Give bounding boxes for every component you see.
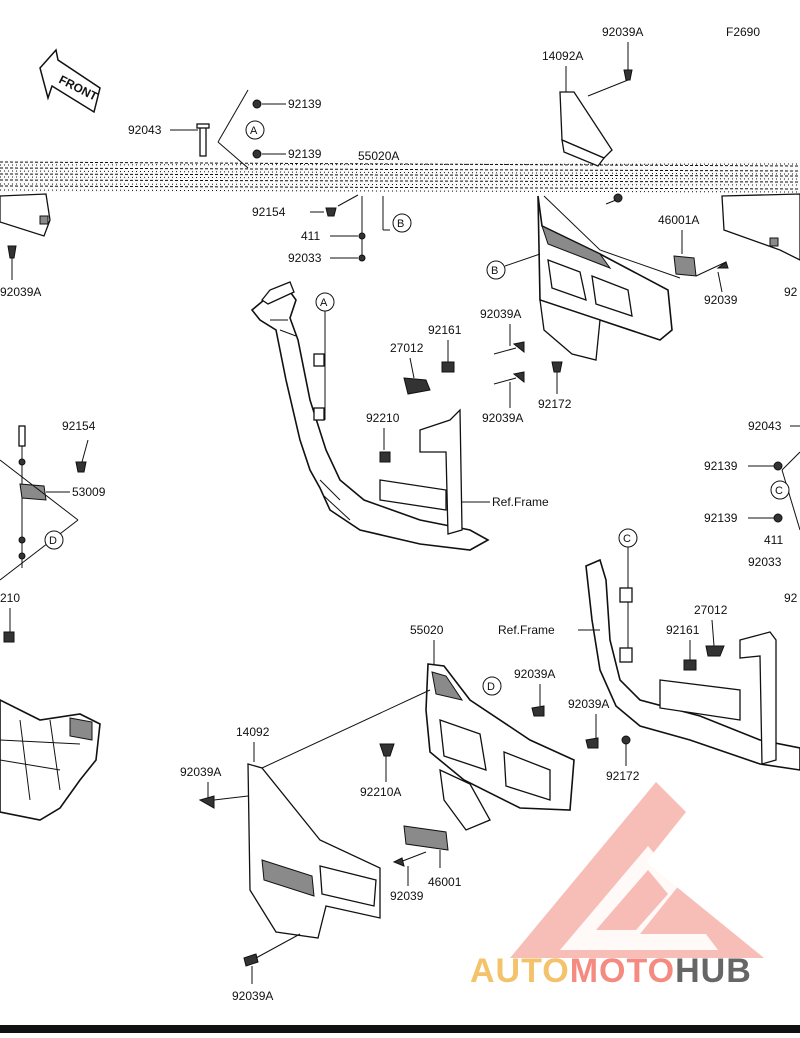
label-92039A-mid2: 92039A <box>482 411 523 425</box>
label-92154-top: 92154 <box>252 205 286 219</box>
label-46001: 46001 <box>428 875 462 889</box>
label-92139-b: 92139 <box>288 147 322 161</box>
label-92039A-top: 92039A <box>602 25 643 39</box>
callout-b-right: B <box>491 265 498 277</box>
label-92039A-mid1: 92039A <box>480 307 521 321</box>
label-92039A-leftedge: 92039A <box>0 285 41 299</box>
left-edge-panel: 92039A <box>0 193 51 299</box>
label-92039-bot: 92039 <box>390 889 424 903</box>
label-92161-right: 92161 <box>666 623 700 637</box>
label-92172-top: 92172 <box>538 397 572 411</box>
callout-b-top: B <box>397 218 404 230</box>
label-92172-bot: 92172 <box>606 769 640 783</box>
label-411-right: 411 <box>764 533 783 547</box>
label-92043-left: 92043 <box>128 123 162 137</box>
fastener-group-b: 55020A B 92154 411 92033 <box>252 149 412 265</box>
svg-text:AUTOMOTOHUB: AUTOMOTOHUB <box>470 952 752 990</box>
bottom-border <box>0 1025 800 1033</box>
label-92154-left: 92154 <box>62 419 96 433</box>
label-411-top: 411 <box>301 229 320 243</box>
panel-14092: 14092 92039A 92039A <box>180 689 431 1003</box>
label-92139-c2: 92139 <box>704 511 738 525</box>
callout-d-bottom: D <box>487 681 495 693</box>
label-27012-right: 27012 <box>694 603 728 617</box>
label-14092A: 14092A <box>542 49 583 63</box>
bottom-left-frame <box>0 699 101 821</box>
automotohub-logo: AUTOMOTOHUB <box>470 782 764 990</box>
label-92043-right: 92043 <box>748 419 782 433</box>
callout-c-bottom: C <box>623 533 631 545</box>
label-92033-right: 92033 <box>748 555 782 569</box>
label-92210-top: 92210 <box>366 411 400 425</box>
middle-frame: A Ref.Frame 92161 27012 92210 <box>250 281 549 551</box>
label-92033-top: 92033 <box>288 251 322 265</box>
bottom-right-frame: C Ref.Frame 27012 92161 <box>498 528 800 771</box>
label-92139-c1: 92139 <box>704 459 738 473</box>
label-27012-top: 27012 <box>390 341 424 355</box>
callout-a-mid: A <box>320 297 328 309</box>
watermark-text-moto: MOTO <box>570 952 675 990</box>
label-92039A-bot1: 92039A <box>514 667 555 681</box>
label-92161-top: 92161 <box>428 323 462 337</box>
label-92039A-bot3: 92039A <box>180 765 221 779</box>
label-92-edge1: 92 <box>784 285 798 299</box>
front-arrow-icon: FRONT <box>39 48 101 114</box>
label-92039A-bot4: 92039A <box>232 989 273 1003</box>
watermark-text-auto: AUTO <box>470 952 570 990</box>
label-92039A-bot2: 92039A <box>568 697 609 711</box>
label-55020A: 55020A <box>358 149 399 163</box>
scan-noise-band <box>0 160 800 193</box>
callout-d-left: D <box>49 535 57 547</box>
label-92-edge2: 92 <box>784 591 798 605</box>
label-ref-frame-bottom: Ref.Frame <box>498 623 555 637</box>
watermark-text-hub: HUB <box>675 952 752 990</box>
callout-c-right: C <box>775 485 783 497</box>
bottom-guard-assembly: 55020 D 92039A 92039A 92210A 92172 46001… <box>360 623 640 903</box>
right-fastener-group-c: 92043 92139 92139 C 411 92033 92 <box>704 419 800 605</box>
label-210-left: 210 <box>0 591 20 605</box>
callout-a-top: A <box>250 125 258 137</box>
label-92139-a: 92139 <box>288 97 322 111</box>
left-fastener-group-d: 53009 92154 D 210 <box>0 419 106 643</box>
fastener-group-a: 92043 92139 92139 A <box>128 89 322 169</box>
top-right-guard-assembly: 92039A 14092A B 46001A 92039 92 92039A <box>480 25 800 425</box>
label-46001A: 46001A <box>658 213 699 227</box>
label-14092: 14092 <box>236 725 270 739</box>
label-53009: 53009 <box>72 485 106 499</box>
label-ref-frame-top: Ref.Frame <box>492 495 549 509</box>
label-55020: 55020 <box>410 623 444 637</box>
label-92039-right: 92039 <box>704 293 738 307</box>
label-92210A: 92210A <box>360 785 401 799</box>
figure-code: F2690 <box>726 25 760 39</box>
